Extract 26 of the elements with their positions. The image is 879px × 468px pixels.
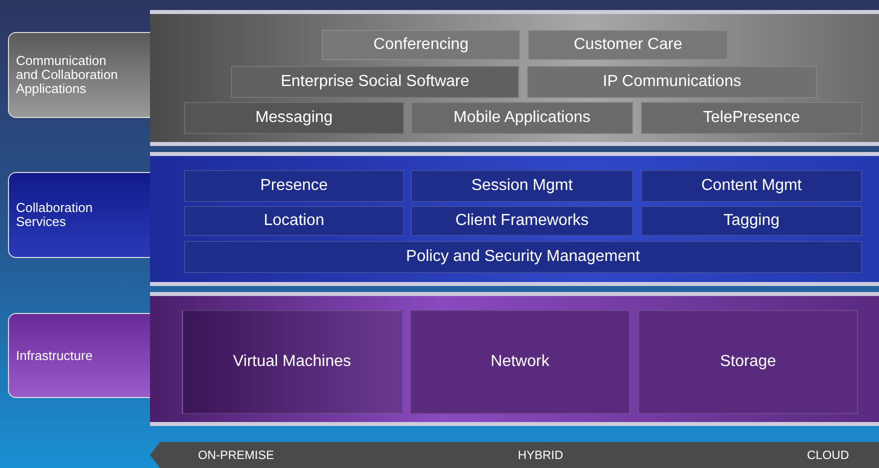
application-tile: Conferencing: [322, 30, 520, 60]
service-tile: Content Mgmt: [641, 170, 862, 202]
layer-tab: Infrastructure: [8, 313, 150, 398]
application-tile: Customer Care: [528, 30, 728, 60]
service-tile: Location: [184, 206, 404, 236]
service-tile: Presence: [184, 170, 404, 202]
application-tile: TelePresence: [641, 102, 862, 134]
service-tile: Client Frameworks: [411, 206, 633, 236]
layer-panel: [150, 10, 879, 146]
layer-panel: [150, 292, 879, 426]
axis-label: HYBRID: [518, 448, 564, 462]
infrastructure-tile: Storage: [638, 310, 858, 414]
layer-panel: [150, 152, 879, 286]
layer-tab: Collaboration Services: [8, 172, 150, 258]
application-tile: Enterprise Social Software: [231, 66, 519, 98]
axis-label: ON-PREMISE: [198, 448, 274, 462]
layer-tab: Communication and Collaboration Applications: [8, 32, 150, 118]
infrastructure-tile: Network: [410, 310, 630, 414]
infrastructure-tile: Virtual Machines: [182, 310, 402, 414]
service-tile: Policy and Security Management: [184, 241, 862, 273]
service-tile: Session Mgmt: [411, 170, 633, 202]
service-tile: Tagging: [641, 206, 862, 236]
application-tile: Messaging: [184, 102, 404, 134]
application-tile: Mobile Applications: [411, 102, 633, 134]
axis-label: CLOUD: [806, 448, 849, 462]
application-tile: IP Communications: [527, 66, 817, 98]
